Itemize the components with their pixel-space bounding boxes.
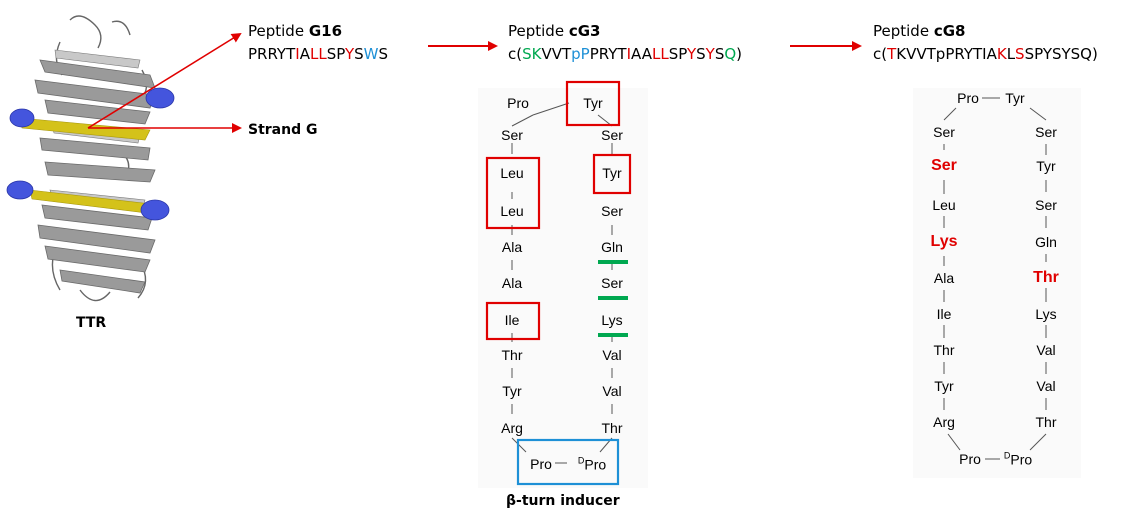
cg8-left-residue: Thr — [933, 342, 955, 358]
d-stereo-superscript: D — [577, 455, 585, 466]
cg3-left-residue: Tyr — [502, 383, 522, 399]
beta-turn-label: β-turn inducer — [506, 493, 620, 509]
cg3-bottom-residue: Pro — [530, 456, 552, 472]
cg3-right-residue: Tyr — [602, 165, 622, 181]
cg3-right-residue: Ser — [601, 275, 623, 291]
cg3-right-residue: Thr — [601, 420, 623, 436]
peptide-cg8-sequence: c(TKVVTpPRYTIAKLSSPYSYSQ) — [873, 45, 1098, 63]
sequence-segment: T — [887, 45, 897, 63]
cg3-left-residue: Ile — [504, 312, 520, 328]
sequence-segment: SP — [326, 45, 345, 63]
cg8-right-residue: Ser — [1035, 124, 1057, 140]
cg3-right-residue: Ser — [601, 127, 623, 143]
cg8-right-residue: Ser — [1035, 197, 1057, 213]
cg3-right-residue: Ser — [601, 203, 623, 219]
sequence-segment: c( — [508, 45, 523, 63]
sequence-segment: c( — [873, 45, 888, 63]
sequence-segment: VVT — [541, 45, 572, 63]
cg3-left-residue: Thr — [501, 347, 523, 363]
sequence-segment: Y — [686, 45, 697, 63]
cg8-left-residue: Leu — [932, 197, 956, 213]
sequence-segment: LL — [651, 45, 669, 63]
cg3-right-residue: Val — [602, 347, 622, 363]
cg3-right-residue: Val — [602, 383, 622, 399]
sequence-segment: SPYSYSQ) — [1024, 45, 1098, 63]
cg8-right-residue: Val — [1036, 342, 1056, 358]
cg3-right-residue: Lys — [601, 312, 623, 328]
beta-turn-box — [516, 438, 620, 486]
cg8-left-residue: Ala — [933, 270, 955, 286]
sequence-segment: Q — [724, 45, 737, 63]
cg8-left-residue: Arg — [933, 414, 955, 430]
cg8-right-residue: Gln — [1035, 234, 1057, 250]
cg8-left-residue: Tyr — [934, 378, 954, 394]
cg3-left-residue: Leu — [500, 203, 524, 219]
cg8-bottom-residue: Pro — [959, 451, 981, 467]
sequence-segment: Y — [344, 45, 355, 63]
cg8-bottom-residue: DPro — [1003, 450, 1033, 468]
cg3-left-residue: Ser — [501, 127, 523, 143]
sequence-segment: I — [295, 45, 300, 63]
sequence-segment: S — [696, 45, 706, 63]
sequence-segment: Y — [705, 45, 715, 63]
cg3-red-boxes — [485, 80, 632, 341]
arrow-to-g16 — [87, 32, 242, 129]
sequence-segment: PRRYT — [248, 45, 296, 63]
ttr-label: TTR — [76, 315, 107, 331]
ttr-protein-structure — [6, 15, 175, 302]
sequence-segment: S — [714, 45, 725, 63]
cg8-left-residue: Ser — [931, 157, 957, 174]
sequence-segment: S — [354, 45, 364, 63]
sequence-segment: pP — [571, 45, 590, 63]
cg3-left-residue: Ala — [501, 239, 523, 255]
cg3-top-residue: Tyr — [583, 95, 603, 111]
peptide-cg3-title: Peptide cG3 — [508, 22, 601, 40]
sequence-segment: A — [299, 45, 310, 63]
sequence-segment: AA — [631, 45, 652, 63]
cg3-bottom-residue: DPro — [577, 455, 607, 473]
cg3-hbond-marks — [598, 260, 628, 337]
strand-g-label: Strand G — [248, 122, 318, 138]
peptide-cg8-title: Peptide cG8 — [873, 22, 966, 40]
cg3-left-residue: Arg — [501, 420, 523, 436]
cg8-right-residue: Val — [1036, 378, 1056, 394]
cg8-top-residue: Pro — [957, 90, 979, 106]
sequence-segment: L — [1006, 45, 1016, 63]
sequence-segment: S — [1015, 45, 1025, 63]
sequence-segment: W — [363, 45, 379, 63]
cg8-right-residue: Lys — [1035, 306, 1057, 322]
peptide-g16-title: Peptide G16 — [248, 22, 343, 40]
cg8-left-residue: Lys — [930, 233, 958, 250]
cg8-right-residue: Thr — [1035, 414, 1057, 430]
sequence-segment: PRYT — [589, 45, 627, 63]
cg8-left-residue: Ser — [933, 124, 955, 140]
sequence-segment: I — [626, 45, 632, 63]
sequence-segment: KVVTpPRYTIA — [896, 45, 997, 63]
cg8-bonds — [943, 97, 1047, 460]
cg3-left-residue: Ala — [501, 275, 523, 291]
sequence-segment: S — [378, 45, 389, 63]
cg8-right-residue: Thr — [1033, 269, 1059, 286]
sequence-segment: K — [996, 45, 1007, 63]
peptide-cg3-sequence: c(SKVVTpPPRYTIAALLSPYSYSQ) — [508, 45, 742, 63]
sequence-segment: LL — [309, 45, 327, 63]
sequence-segment: ) — [736, 45, 743, 63]
cg8-top-residue: Tyr — [1005, 90, 1025, 106]
peptide-g16-sequence: PRRYTIALLSPYSWS — [248, 45, 388, 63]
d-stereo-superscript: D — [1003, 450, 1011, 461]
cg8-left-residue: Ile — [936, 306, 952, 322]
cg8-right-residue: Tyr — [1036, 158, 1056, 174]
cg3-right-residue: Gln — [601, 239, 623, 255]
sequence-segment: SK — [522, 45, 542, 63]
cg8-panel — [913, 88, 1081, 478]
cg3-top-residue: Pro — [507, 95, 529, 111]
cg3-left-residue: Leu — [500, 165, 524, 181]
sequence-segment: SP — [668, 45, 687, 63]
